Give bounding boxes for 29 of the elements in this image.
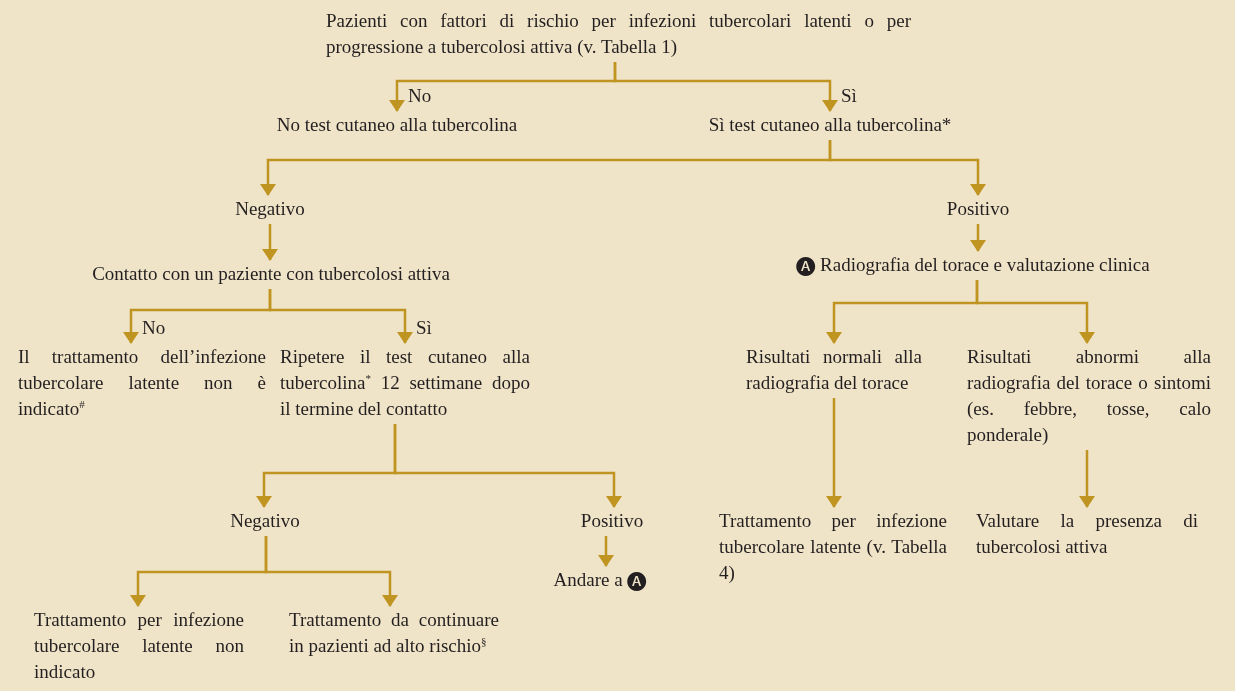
result-text: Negativo (230, 508, 300, 534)
outcome-text: Trattamento da continuare in pazienti ad alto rischio$^{§}$ (289, 607, 499, 659)
arrow (262, 224, 278, 261)
arrow (970, 224, 986, 252)
step-text: 🅐 Radiografia del torace e valutazione clinica (796, 252, 1150, 278)
arrow (268, 289, 413, 344)
outcome-text: Trattamento per infezione tubercolare latente non indicato (34, 607, 244, 685)
arrow (826, 398, 842, 508)
arrow (613, 62, 838, 112)
arrow (598, 536, 614, 567)
outcome-text: Il trattamento dell’infezione tubercolare latente non è indicato$^{#}$ (18, 344, 266, 422)
arrow (393, 424, 622, 508)
arrow (975, 280, 1095, 344)
arrow (828, 140, 986, 196)
outcome-text: Risultati abnormi alla radiografia del torace o sintomi (es. febbre, tosse, calo ponderale) (967, 344, 1211, 448)
result-text: Negativo (235, 196, 305, 222)
start-condition-text: Pazienti con fattori di rischio per infezioni tubercolari latenti o per progressione a tubercolosi attiva (v. Tabella 1) (326, 8, 911, 60)
arrow (264, 536, 398, 607)
outcome-text: No test cutaneo alla tubercolina (276, 112, 518, 138)
goto-text: Andare a 🅐 (553, 567, 647, 593)
outcome-text: Valutare la presenza di tubercolosi attiva (976, 508, 1198, 560)
result-text: Positivo (580, 508, 644, 534)
outcome-text: Sì test cutaneo alla tubercolina* (708, 112, 952, 138)
outcome-text: Trattamento per infezione tubercolare latente (v. Tabella 4) (719, 508, 947, 586)
question-text: Contatto con un paziente con tubercolosi attiva (92, 261, 450, 287)
step-text: Ripetere il test cutaneo alla tubercolina$^{*}$ 12 settimane dopo il termine del contatto (280, 344, 530, 422)
arrow (1079, 450, 1095, 508)
result-text: Positivo (946, 196, 1010, 222)
outcome-text: Risultati normali alla radiografia del torace (746, 344, 922, 396)
